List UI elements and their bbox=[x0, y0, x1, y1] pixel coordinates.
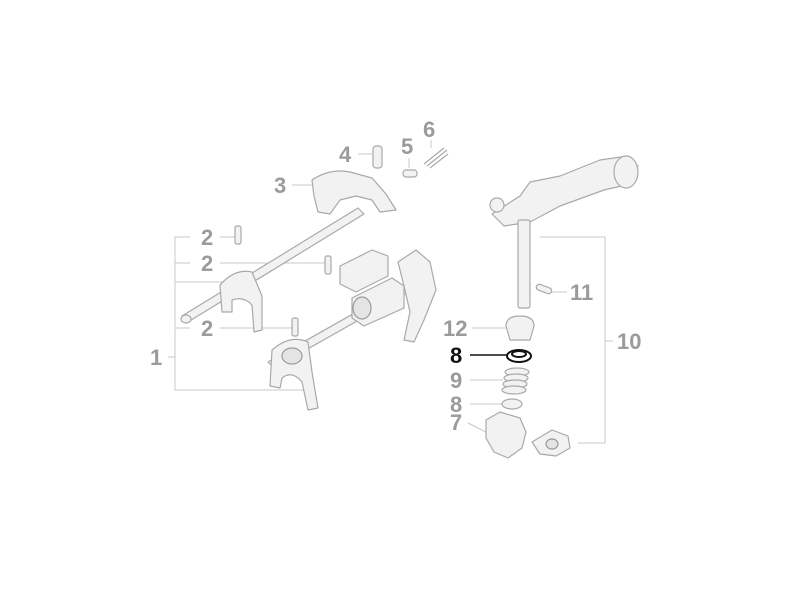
lever-knob-end bbox=[613, 155, 639, 189]
rail-end-upper bbox=[180, 314, 192, 324]
callout-8-lower: 8 bbox=[450, 392, 462, 417]
callout-9: 9 bbox=[450, 368, 462, 393]
shift-fork-right bbox=[397, 249, 437, 343]
lever-ball bbox=[489, 197, 505, 213]
callout-12: 12 bbox=[443, 316, 467, 341]
lever-shaft bbox=[517, 219, 531, 309]
callout-2b: 2 bbox=[201, 251, 213, 276]
sleeve-collar bbox=[352, 296, 372, 320]
bushing-12 bbox=[505, 315, 535, 341]
leader-10 bbox=[540, 236, 606, 444]
callout-8-highlighted: 8 bbox=[450, 343, 462, 368]
pin-2b bbox=[324, 255, 332, 275]
callout-2a: 2 bbox=[201, 225, 213, 250]
pin-11 bbox=[535, 283, 553, 295]
shift-fork-upper bbox=[219, 270, 263, 333]
spring-6 bbox=[423, 147, 449, 169]
pin-2c bbox=[291, 317, 299, 337]
ring-8-lower bbox=[501, 398, 523, 410]
callout-11: 11 bbox=[570, 280, 593, 305]
pin-2a bbox=[234, 225, 242, 245]
callout-1: 1 bbox=[150, 345, 162, 370]
gear-lever-assembly bbox=[485, 155, 639, 459]
leader-1 bbox=[174, 237, 305, 391]
base-housing-7 bbox=[485, 411, 527, 459]
callout-2c: 2 bbox=[201, 316, 213, 341]
detent-ball-5 bbox=[402, 169, 418, 178]
leader-lines bbox=[168, 140, 613, 444]
callout-7: 7 bbox=[450, 410, 462, 435]
ring-8-highlighted-inner bbox=[511, 350, 527, 358]
interlock-block bbox=[339, 249, 389, 293]
selector-finger-hub bbox=[545, 438, 559, 450]
spring-9 bbox=[501, 367, 530, 395]
callout-5: 5 bbox=[401, 134, 413, 159]
callout-4: 4 bbox=[339, 142, 352, 167]
pin-4 bbox=[372, 145, 383, 169]
leader-7 bbox=[467, 422, 487, 433]
callouts: 1 2 2 2 3 4 5 6 7 8 8 9 10 11 12 bbox=[150, 117, 641, 435]
selector-bracket bbox=[311, 170, 397, 215]
fork-hub-lower bbox=[281, 347, 303, 365]
callout-10: 10 bbox=[617, 329, 641, 354]
callout-3: 3 bbox=[274, 173, 286, 198]
shift-fork-assembly bbox=[180, 145, 449, 411]
callout-6: 6 bbox=[423, 117, 435, 142]
